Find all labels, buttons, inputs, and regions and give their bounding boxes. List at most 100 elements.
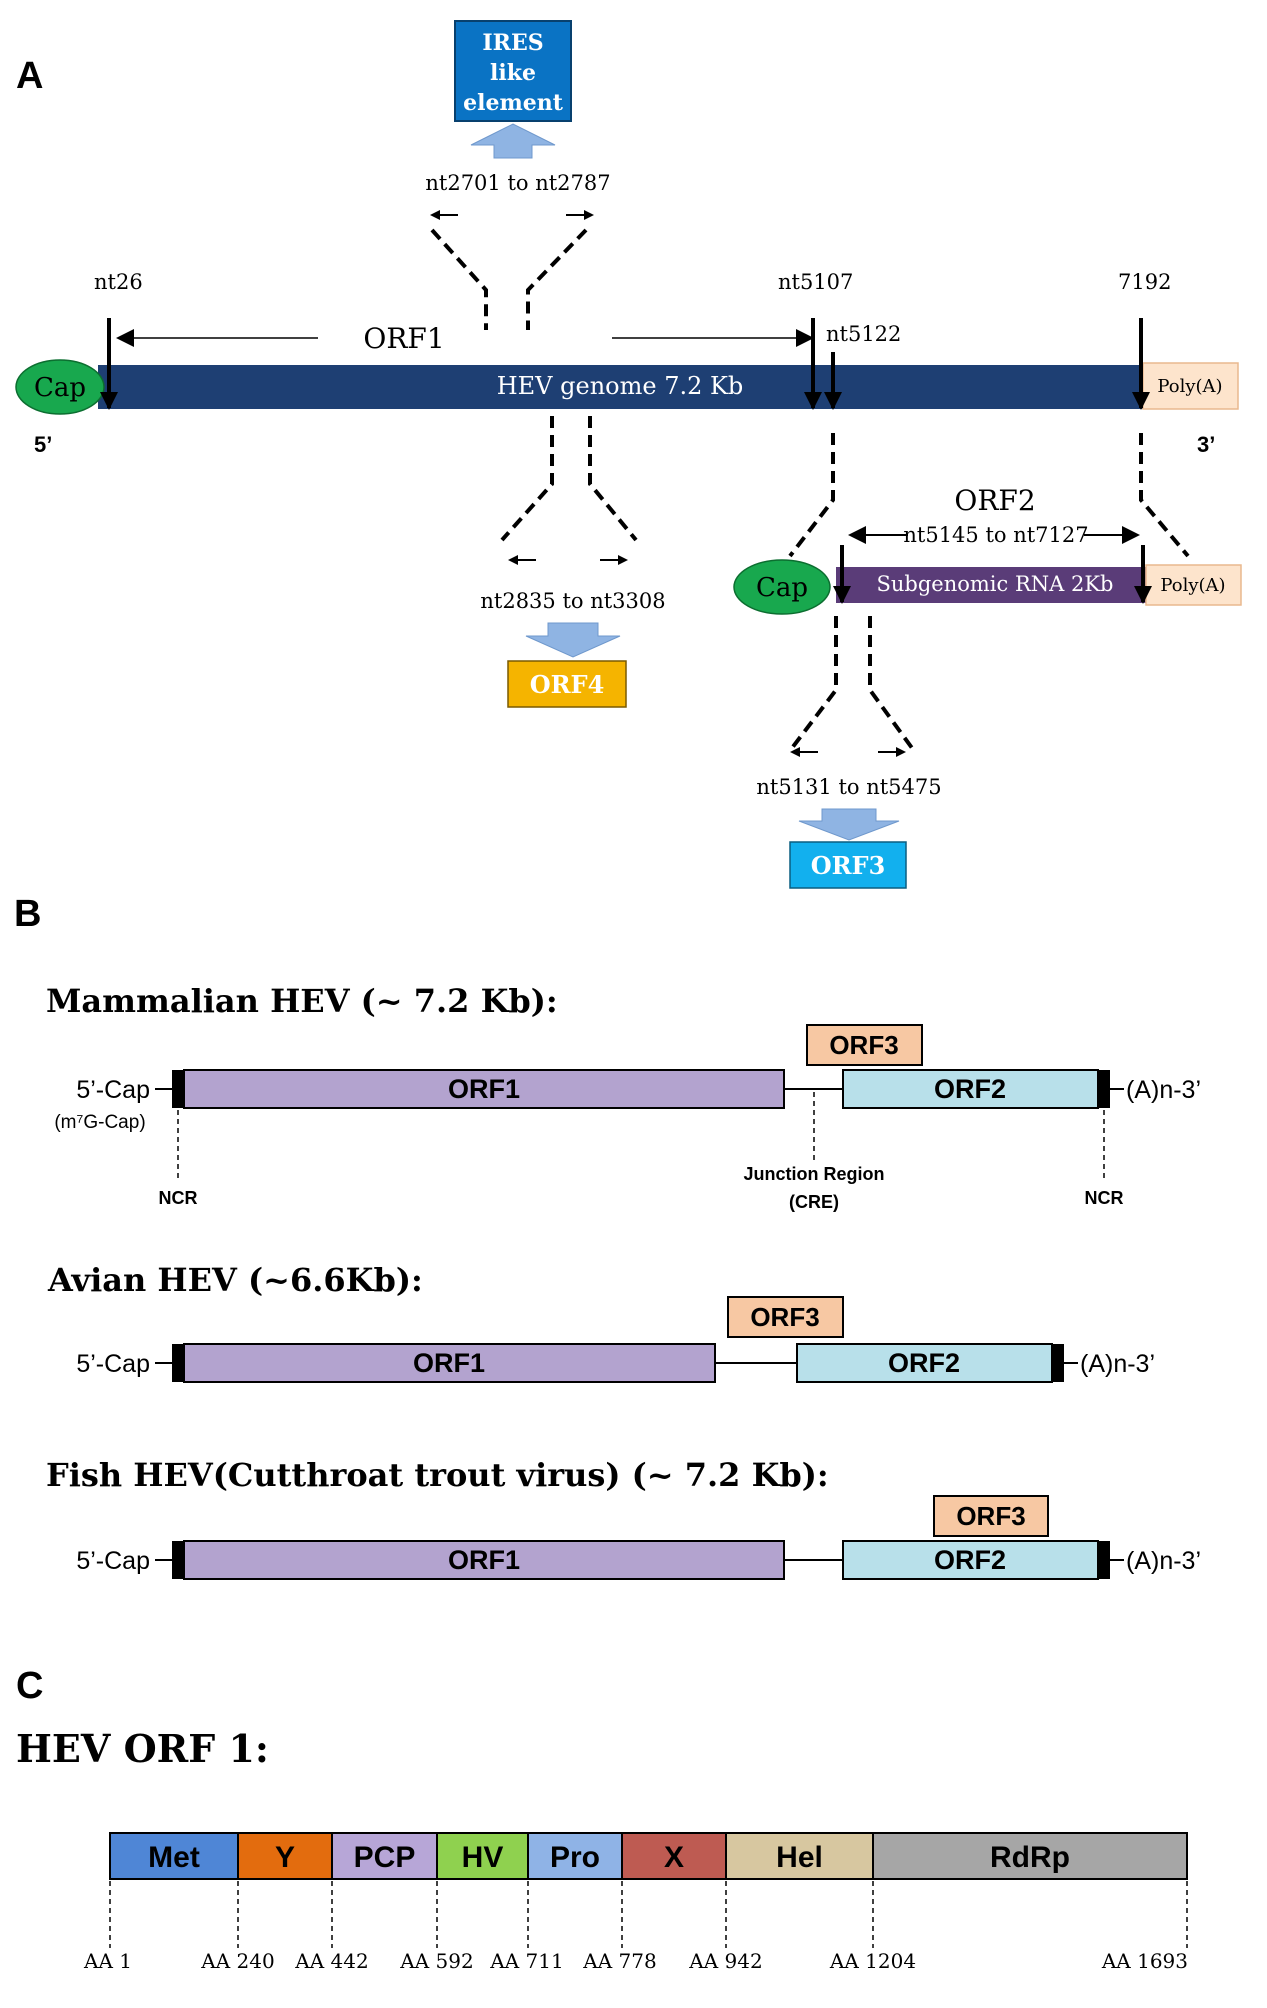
position-label-7: AA 1204 [829,1949,916,1973]
fish-orf1-bar [183,1540,785,1580]
mammalian-orf2-bar [842,1069,1099,1109]
domain-hel-label: Hel [776,1841,823,1874]
cap-ellipse [15,359,105,415]
domain-rdrp-segment [872,1832,1188,1880]
mammalian-ncr-right [1098,1070,1110,1108]
sub-cap-label: Cap [756,573,808,603]
mammalian-orf3-box [806,1024,923,1066]
ires-line1: IRES [482,30,543,56]
mammalian-ncr-left [172,1070,184,1108]
orf1-span-label: ORF1 [363,322,444,355]
avian-ncr-left [172,1344,184,1382]
fish-orf1-label: ORF1 [448,1545,520,1575]
sub-zoom-left [788,433,835,558]
fish-orf2-bar [842,1540,1099,1580]
domain-pcp-label: PCP [354,1841,416,1874]
three-prime-label: 3’ [1197,432,1215,457]
fish-orf3-box [933,1495,1049,1537]
sub-zoom-right [1139,433,1190,558]
orf2-range-label: nt5145 to nt7127 [903,523,1088,547]
mammalian-orf1-bar [183,1069,785,1109]
ires-up-arrow [470,123,556,159]
orf3-range-label: nt5131 to nt5475 [756,775,941,799]
mammalian-junction-label: Junction Region [744,1164,885,1184]
domain-rdrp-label: RdRp [990,1841,1070,1874]
position-label-1: AA 240 [200,1949,274,1973]
orf3-label: ORF3 [811,851,886,880]
position-label-5: AA 778 [582,1949,656,1973]
sub-poly-a-label: Poly(A) [1160,575,1225,596]
ires-box [454,20,572,122]
domain-x-segment [621,1832,727,1880]
orf3-down-arrow [798,808,900,841]
orf3-box [789,841,907,889]
nt26-label: nt26 [94,270,143,294]
orf4-zoom-left [500,416,554,542]
orf4-down-arrow [525,622,621,658]
position-label-3: AA 592 [399,1949,473,1973]
fish-orf2-label: ORF2 [934,1545,1006,1575]
ires-line2: like [490,60,536,86]
avian-ncr-right [1052,1344,1064,1382]
five-prime-label: 5’ [34,432,52,457]
nt5107-label: nt5107 [778,270,853,294]
domain-pro-segment [527,1832,623,1880]
domain-hv-label: HV [462,1841,504,1874]
avian-orf1-bar [183,1343,716,1383]
sub-poly-a-box [1145,564,1242,606]
subgenomic-bar [836,567,1146,603]
fish-title: Fish HEV(Cutthroat trout virus) (~ 7.2 K… [46,1456,829,1494]
fish-tail-label: (A)n-3’ [1126,1547,1201,1575]
ires-zoom-right [526,228,588,330]
orf3-zoom-right [868,616,914,750]
fish-ncr-left [172,1541,184,1579]
mammalian-orf1-label: ORF1 [448,1074,520,1104]
sub-cap-ellipse [733,559,831,615]
avian-orf1-label: ORF1 [413,1348,485,1378]
avian-tail-label: (A)n-3’ [1080,1350,1155,1378]
poly-a-label: Poly(A) [1157,376,1222,397]
panel-label-c: C [16,1665,43,1707]
orf1-domain-title: HEV ORF 1: [16,1726,269,1771]
avian-orf2-label: ORF2 [888,1348,960,1378]
orf4-range-label: nt2835 to nt3308 [480,589,665,613]
genome-bar [98,365,1143,409]
position-label-0: AA 1 [83,1949,132,1973]
position-label-8: AA 1693 [1101,1949,1188,1973]
panel-label-a: A [16,55,43,97]
ires-line3: element [463,90,564,116]
poly-a-box [1142,362,1239,410]
nt7192-label: 7192 [1118,270,1171,294]
position-label-6: AA 942 [688,1949,762,1973]
subgenomic-label: Subgenomic RNA 2Kb [877,572,1114,596]
avian-orf2-bar [796,1343,1053,1383]
avian-cap-label: 5’-Cap [76,1350,150,1378]
ires-element: IRES like element [454,20,572,122]
mammalian-junction-label2: (CRE) [789,1192,839,1212]
cap-label: Cap [34,373,86,403]
domain-y-segment [237,1832,333,1880]
genome-label: HEV genome 7.2 Kb [497,372,744,400]
domain-pro-label: Pro [550,1841,600,1874]
orf4-label: ORF4 [530,670,605,699]
ires-range-label: nt2701 to nt2787 [425,171,610,195]
panel-label-b: B [14,893,41,935]
orf4-box [507,660,627,708]
domain-y-label: Y [275,1841,295,1874]
ires-zoom-left [430,228,488,330]
position-label-2: AA 442 [294,1949,368,1973]
avian-title: Avian HEV (~6.6Kb): [47,1261,423,1299]
nt5122-label: nt5122 [826,322,901,346]
mammalian-cap-note: (m⁷G-Cap) [54,1112,145,1133]
position-label-4: AA 711 [489,1949,563,1973]
mammalian-orf3-label: ORF3 [829,1030,898,1060]
mammalian-ncr-left-label: NCR [159,1188,198,1208]
mammalian-tail-label: (A)n-3’ [1126,1076,1201,1104]
avian-orf3-box [727,1296,844,1338]
orf4-zoom-right [588,416,638,542]
avian-orf3-label: ORF3 [750,1302,819,1332]
fish-cap-label: 5’-Cap [76,1547,150,1575]
fish-ncr-right [1098,1541,1110,1579]
mammalian-title: Mammalian HEV (~ 7.2 Kb): [46,982,558,1020]
